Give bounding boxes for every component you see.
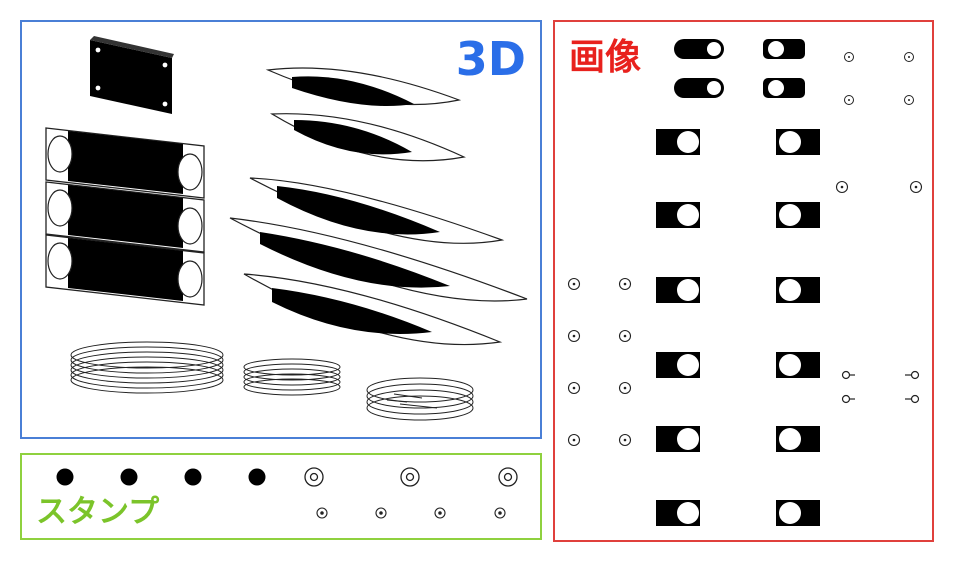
curved-band-icon — [229, 217, 528, 302]
tiny-ring-icon — [618, 381, 632, 395]
tiny-ring-icon — [844, 52, 854, 62]
rect-circle-icon — [776, 202, 820, 228]
image-parts-canvas — [567, 39, 923, 526]
tiny-ring-icon — [904, 52, 914, 62]
curved-band-icon — [269, 113, 466, 162]
pill-toggle-icon — [763, 39, 805, 59]
rect-circle-icon — [776, 500, 820, 526]
tiny-ring-icon — [567, 381, 581, 395]
rect-circle-icon — [656, 352, 700, 378]
small-ring-icon — [434, 507, 446, 519]
rect-circle-icon — [656, 426, 700, 452]
pill-toggle-icon — [763, 78, 805, 98]
tiny-ring-icon — [835, 180, 849, 194]
tiny-ring-icon — [904, 95, 914, 105]
small-ring-icon — [316, 507, 328, 519]
ring-circle-icon — [400, 467, 420, 487]
tiny-ring-icon — [909, 180, 923, 194]
filled-dot-icon — [248, 468, 266, 486]
panel-3d: 3D — [20, 20, 542, 439]
panel-label-3d: 3D — [455, 32, 526, 86]
pin-icon — [905, 370, 920, 380]
tiny-ring-icon — [567, 329, 581, 343]
tiny-ring-icon — [567, 277, 581, 291]
filled-dot-icon — [120, 468, 138, 486]
tiny-ring-icon — [618, 329, 632, 343]
tiny-ring-icon — [618, 277, 632, 291]
tiny-ring-icon — [567, 433, 581, 447]
rect-circle-icon — [776, 129, 820, 155]
rect-circle-icon — [656, 500, 700, 526]
pin-icon — [841, 394, 855, 404]
panel-image: 画像 — [553, 20, 934, 542]
curved-band-icon — [243, 273, 503, 346]
rect-circle-icon — [776, 352, 820, 378]
pill-toggle-icon — [674, 78, 724, 98]
three-d-parts-canvas — [45, 36, 528, 421]
ring-circle-icon — [498, 467, 518, 487]
rect-circle-icon — [656, 129, 700, 155]
curved-band-icon — [249, 177, 505, 244]
coil-ring-icon — [366, 377, 474, 421]
panel-stamp: スタンプ — [20, 453, 542, 540]
coil-ring-icon — [243, 358, 341, 396]
tiny-ring-icon — [618, 433, 632, 447]
rect-circle-icon — [656, 202, 700, 228]
ring-circle-icon — [304, 467, 324, 487]
curved-band-icon — [265, 67, 462, 106]
pill-toggle-icon — [674, 39, 724, 59]
coil-ring-icon — [70, 341, 224, 394]
stamp-parts-canvas — [56, 467, 518, 519]
pin-icon — [905, 394, 920, 404]
panel-label-stamp: スタンプ — [36, 494, 160, 530]
filled-dot-icon — [184, 468, 202, 486]
tiny-ring-icon — [844, 95, 854, 105]
rect-circle-icon — [776, 426, 820, 452]
rectangular-plate-icon — [90, 36, 174, 114]
rect-circle-icon — [776, 277, 820, 303]
rect-circle-icon — [656, 277, 700, 303]
pin-icon — [841, 370, 855, 380]
small-ring-icon — [375, 507, 387, 519]
small-ring-icon — [494, 507, 506, 519]
filled-dot-icon — [56, 468, 74, 486]
panel-label-image: 画像 — [569, 37, 642, 78]
